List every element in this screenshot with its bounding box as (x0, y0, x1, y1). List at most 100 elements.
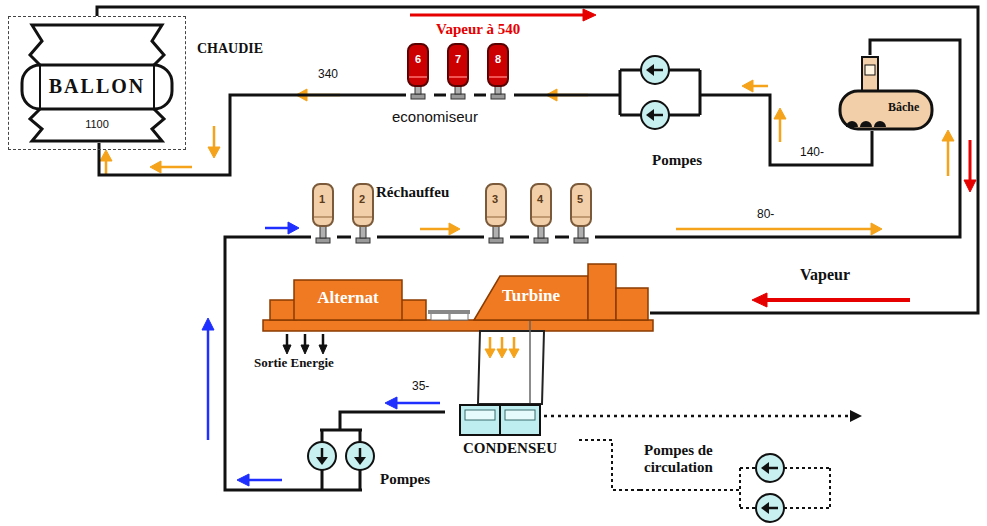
pipe-connector (434, 95, 446, 96)
flow-arrow (449, 223, 460, 235)
water-arrow (385, 397, 397, 409)
flow-arrow (501, 337, 504, 350)
alternator-step (270, 300, 296, 320)
pump-arrow (653, 69, 663, 72)
pump-arrow (768, 467, 778, 470)
pump-arrow (354, 457, 366, 465)
turbine-platform (263, 320, 653, 331)
flow-arrow (489, 337, 492, 350)
turbine-shape (470, 262, 650, 320)
reheater: 1 (311, 182, 337, 244)
pipe-connector (97, 7, 978, 313)
flow-arrow (871, 223, 882, 235)
reheater-shape (484, 182, 506, 244)
energy-arrow (319, 345, 327, 354)
water-arrow (248, 479, 282, 482)
flow-arrow (208, 147, 220, 158)
energy-arrow (283, 334, 327, 354)
boiler-box: CHAUDIEBALLON1100 (8, 16, 186, 150)
pipe-connector (510, 237, 529, 238)
flow-arrow (160, 166, 192, 169)
deaerator-column (862, 57, 878, 93)
flow-arrow (676, 228, 872, 231)
flow-label: 35- (412, 380, 429, 394)
economiser-heater-shape (406, 42, 430, 100)
economiser-heater: 8 (486, 42, 514, 100)
reheater-shape (569, 182, 591, 244)
pump-arrow (359, 448, 362, 458)
cooling-water-arrow (544, 415, 850, 418)
condenser-tube (465, 410, 495, 420)
tank-body (840, 91, 932, 129)
feed-pumps: Pompes (600, 48, 740, 178)
energy-arrow (283, 345, 291, 354)
pipe-connector (555, 237, 569, 238)
node-label: BALLON (18, 75, 176, 98)
node-label: 6 (406, 53, 430, 66)
drum-cap (39, 66, 41, 108)
heater-band (354, 216, 372, 218)
node-label: 2 (351, 193, 373, 206)
node-label: CONDENSEU (445, 440, 575, 457)
heater-base (534, 238, 548, 243)
pump-arrow (761, 462, 769, 474)
water-arrow (288, 222, 299, 234)
energy-arrow (304, 334, 307, 346)
condensate-pumps-shape (300, 424, 460, 500)
pipe-line (555, 236, 569, 239)
pipe-line (337, 236, 351, 239)
pump-symbol (346, 442, 374, 470)
pipe-connector (474, 95, 486, 96)
pump-symbol (641, 101, 669, 129)
turbine-body (474, 276, 588, 320)
pipe-line (529, 320, 531, 403)
heater-band (489, 76, 507, 78)
pipe-connector (595, 40, 960, 237)
pump-arrow (761, 502, 769, 514)
pipe-connector (340, 412, 445, 424)
node-label: 4 (529, 193, 551, 206)
heater-band (314, 216, 332, 218)
heater-band (572, 216, 590, 218)
pump-arrow (646, 64, 654, 76)
pipe-connector (337, 237, 351, 238)
economiser-heater-shape (486, 42, 510, 100)
drum: BALLON1100 (18, 21, 180, 143)
water-arrow (202, 318, 214, 330)
node-label: Bâche (888, 101, 919, 115)
turbine: Turbine (470, 262, 650, 320)
pipe-connector (530, 320, 531, 403)
steam-arrow (969, 140, 972, 180)
node-label: CHAUDIE (197, 41, 263, 57)
pipe-connector (514, 95, 600, 96)
node-label: 1 (311, 193, 333, 206)
shaft-block (450, 313, 468, 320)
economiser-heater: 6 (406, 42, 434, 100)
pump-arrow (653, 114, 663, 117)
condenser-cell (460, 405, 500, 435)
flow-arrow (213, 126, 216, 148)
pipe-line (377, 236, 484, 239)
flow-label: Vapeur (800, 266, 850, 284)
flow-arrow (779, 118, 782, 142)
economiser-heater: 7 (446, 42, 474, 100)
turbine-stage (588, 264, 616, 320)
steam-arrow (583, 9, 596, 21)
reheater-shape (351, 182, 373, 244)
pipe-connector (428, 312, 470, 313)
flow-arrow (774, 108, 786, 119)
flow-arrow (100, 150, 112, 161)
node-label: 3 (484, 193, 506, 206)
flow-label: economiseur (392, 108, 478, 125)
pipe-connector (377, 237, 484, 238)
water-arrow (202, 222, 440, 486)
node-label: Pompes de circulation (644, 442, 740, 477)
pipe-line (428, 310, 470, 314)
condenser-cell (500, 405, 540, 435)
heater-base (489, 238, 503, 243)
flow-arrow (420, 228, 450, 231)
pipe-line (97, 7, 978, 313)
heater-band (532, 216, 550, 218)
flow-arrow (509, 349, 519, 358)
pipe-line (510, 236, 529, 239)
